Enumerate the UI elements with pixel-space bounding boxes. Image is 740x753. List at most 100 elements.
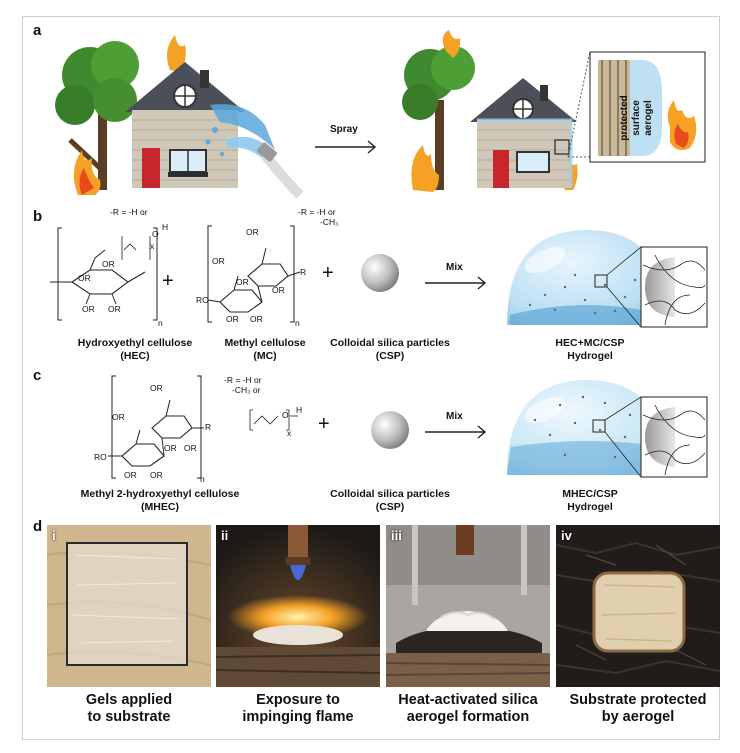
caption-csp-b-1: Colloidal silica particles (330, 337, 450, 349)
caption-mc-1: Methyl cellulose (224, 337, 306, 349)
caption-photo-iv-1: Substrate protected (569, 692, 707, 708)
caption-csp-c-1: Colloidal silica particles (330, 488, 450, 500)
photo-ii-label: ii (221, 528, 229, 543)
panel-label-d: d (33, 518, 43, 535)
mc-or-3: OR (236, 277, 249, 287)
mhec-r-note: -R = -H or -CH₃ or (224, 375, 262, 395)
spray-arrow-label: Spray (330, 124, 358, 135)
caption-csp-b-2: (CSP) (375, 350, 405, 362)
plus-sign-1: + (162, 270, 174, 292)
hec-or-3: OR (82, 304, 95, 314)
panel-label-a: a (33, 22, 42, 39)
caption-hec: Hydroxyethyl cellulose(HEC) (50, 337, 220, 363)
mhec-r-note-line-2: -CH₃ or (232, 385, 261, 395)
caption-csp-b: Colloidal silica particles(CSP) (315, 337, 465, 363)
plus-sign-3: + (318, 413, 330, 435)
mc-or-5: OR (226, 314, 239, 324)
mhec-h: H (296, 405, 303, 415)
mc-or-2: OR (212, 256, 225, 266)
caption-mhec-2: (MHEC) (141, 501, 179, 513)
mhec-or-6: OR (150, 470, 163, 480)
mix-label-c: Mix (446, 411, 463, 422)
hec-or-2: OR (78, 273, 91, 283)
caption-csp-c-2: (CSP) (375, 501, 405, 513)
panel-label-b: b (33, 208, 43, 225)
mhec-o: O (282, 410, 289, 420)
zoom-text-surface: surface (631, 100, 642, 136)
mc-r-note: -R = -H or -CH₃ (298, 207, 339, 227)
caption-photo-i-1: Gels applied (85, 692, 173, 708)
mhec-structure (108, 375, 204, 479)
caption-photo-iv-2: by aerogel (601, 709, 675, 725)
mhec-or-5: OR (124, 470, 137, 480)
caption-hydrogel-c-2: Hydrogel (567, 501, 613, 513)
caption-photo-i-2: to substrate (87, 709, 171, 725)
caption-mc: Methyl cellulose(MC) (205, 337, 325, 363)
mhec-or-4: OR (184, 443, 197, 453)
caption-hec-2: (HEC) (120, 350, 150, 362)
hec-o: O (152, 229, 159, 239)
caption-hydrogel-c-1: MHEC/CSP (562, 488, 618, 500)
caption-photo-ii-1: Exposure to (256, 692, 340, 708)
hec-h: H (162, 222, 169, 232)
mc-or-4: OR (272, 285, 285, 295)
photo-flame-exposure: ii (216, 525, 380, 687)
mc-r-note-line-1: -R = -H or (298, 207, 336, 217)
mix-arrow-b (425, 276, 487, 290)
mc-r: R (300, 267, 307, 277)
mix-arrow-c (425, 425, 487, 439)
photo-i-label: i (52, 528, 56, 543)
mhec-r: R (205, 422, 212, 432)
figure-frame (22, 16, 720, 740)
caption-photo-iii-1: Heat-activated silica (398, 692, 538, 708)
zoom-text-protected: protected (619, 95, 630, 141)
mix-label-b: Mix (446, 262, 463, 273)
hec-r-note: -R = -H or (110, 207, 148, 217)
photo-iv-label: iv (561, 528, 572, 543)
plus-sign-2: + (322, 262, 334, 284)
photo-iii-label: iii (391, 528, 402, 543)
caption-photo-iii-2: aerogel formation (406, 709, 530, 725)
mhec-or-1: OR (150, 383, 163, 393)
mc-or-1: OR (246, 227, 259, 237)
photo-gels-applied: i (47, 525, 211, 687)
mhec-ro: RO (94, 452, 107, 462)
mc-or-6: OR (250, 314, 263, 324)
caption-csp-c: Colloidal silica particles(CSP) (315, 488, 465, 514)
protected-surface-zoom (589, 51, 706, 163)
mc-structure (207, 225, 301, 323)
caption-mc-2: (MC) (253, 350, 277, 362)
mhec-x: x (287, 428, 292, 438)
protected-house-illustration (402, 30, 578, 192)
hec-x: x (150, 241, 155, 251)
mc-ro: RO (196, 295, 209, 305)
zoom-text-aerogel: aerogel (643, 100, 654, 136)
hec-n: n (158, 318, 163, 328)
caption-hec-1: Hydroxyethyl cellulose (77, 337, 193, 349)
mhec-r-note-line-1: -R = -H or (224, 375, 262, 385)
caption-hydrogel-b-1: HEC+MC/CSP (555, 337, 625, 349)
silica-particle-b (361, 254, 399, 292)
zoom-connector (567, 51, 591, 158)
silica-particle-c (371, 411, 409, 449)
mc-n: n (295, 318, 300, 328)
hec-r-note-line: -R = -H or (110, 207, 148, 217)
mhec-or-2: OR (112, 412, 125, 422)
caption-photo-ii-2: impinging flame (242, 709, 354, 725)
photo-substrate-protected: iv (556, 525, 720, 687)
photo-aerogel-formation: iii (386, 525, 550, 687)
mhec-ethoxy-bracket (249, 409, 298, 431)
hydrogel-dome-b (507, 230, 708, 328)
hec-or-4: OR (108, 304, 121, 314)
panel-label-c: c (33, 367, 42, 384)
house-with-spray-illustration (55, 35, 304, 199)
caption-mhec-1: Methyl 2-hydroxyethyl cellulose (80, 488, 240, 500)
hec-structure (50, 227, 158, 321)
caption-mhec: Methyl 2-hydroxyethyl cellulose(MHEC) (55, 488, 265, 514)
